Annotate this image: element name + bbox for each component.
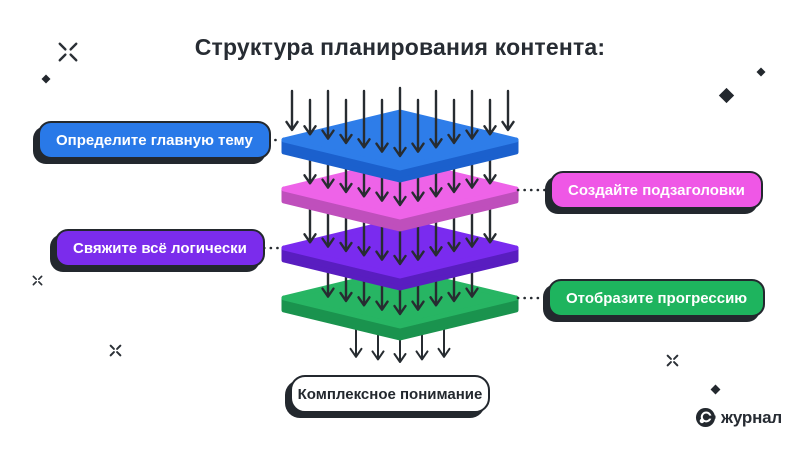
- callout-progression: Отобразите прогрессию: [548, 279, 766, 317]
- flow-arrow: [357, 89, 371, 149]
- callout-main-topic: Определите главную тему: [38, 121, 271, 159]
- sparkle-icon: [32, 275, 43, 286]
- logo-text: журнал: [721, 407, 782, 427]
- arrows-into-top: [285, 86, 515, 158]
- journal-logo-icon: [695, 407, 716, 428]
- flow-arrow: [339, 98, 353, 145]
- result-label-text: Комплексное понимание: [297, 385, 483, 403]
- callout-label: Отобразите прогрессию: [566, 289, 748, 307]
- callout-label: Свяжите всё логически: [73, 239, 247, 257]
- arrows-blue-to-pink: [303, 147, 497, 207]
- result-label: Комплексное понимание: [290, 375, 490, 413]
- flow-arrow: [447, 98, 461, 145]
- callout-label: Определите главную тему: [56, 131, 253, 149]
- flow-arrow: [411, 98, 425, 153]
- flow-arrow: [303, 98, 317, 136]
- flow-arrow: [321, 89, 335, 140]
- diamond-icon: [756, 67, 766, 77]
- diamond-icon: [41, 74, 51, 84]
- page-title: Структура планирования контента:: [194, 34, 606, 60]
- flow-arrow: [483, 98, 497, 136]
- sparkle-icon: [666, 354, 679, 367]
- diamond-icon: [710, 384, 721, 395]
- diamond-icon: [718, 87, 735, 104]
- flow-arrow: [393, 86, 407, 158]
- flow-arrow: [465, 89, 479, 140]
- callout-label: Создайте подзаголовки: [568, 181, 745, 199]
- sparkle-icon: [109, 344, 122, 357]
- callout-subheadings: Создайте подзаголовки: [550, 171, 763, 209]
- logo: журнал: [695, 407, 782, 428]
- sparkle-icon: [58, 42, 78, 62]
- flow-arrow: [501, 89, 515, 132]
- flow-arrow: [285, 89, 299, 132]
- flow-arrow: [429, 89, 443, 149]
- callout-logic: Свяжите всё логически: [55, 229, 265, 267]
- flow-arrow: [375, 98, 389, 153]
